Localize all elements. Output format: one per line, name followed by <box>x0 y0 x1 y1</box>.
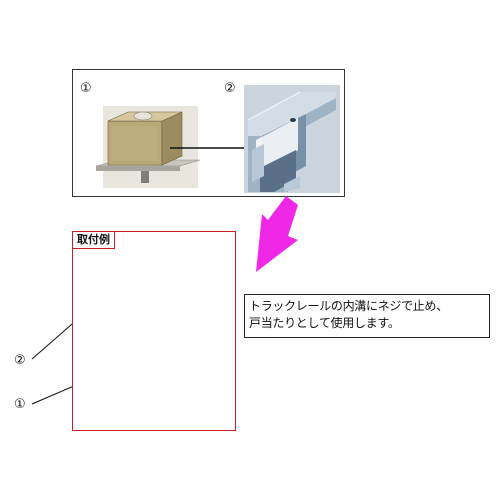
mounting-example-frame <box>72 231 236 431</box>
stopper-photo-number: ① <box>80 81 92 96</box>
usage-note: トラックレールの内溝にネジで止め、 戸当たりとして使用します。 <box>244 294 490 338</box>
rail-photo-number: ② <box>224 81 236 96</box>
direction-arrow <box>256 196 298 272</box>
stopper-photo <box>95 106 201 188</box>
usage-note-line-2: 戸当たりとして使用します。 <box>249 316 400 330</box>
rail-photo <box>244 85 340 193</box>
mounting-example-title: 取付例 <box>72 231 115 249</box>
callout-rail-number: ② <box>14 353 26 368</box>
callout-stopper-number: ① <box>14 397 26 412</box>
usage-note-line-1: トラックレールの内溝にネジで止め、 <box>249 299 448 313</box>
